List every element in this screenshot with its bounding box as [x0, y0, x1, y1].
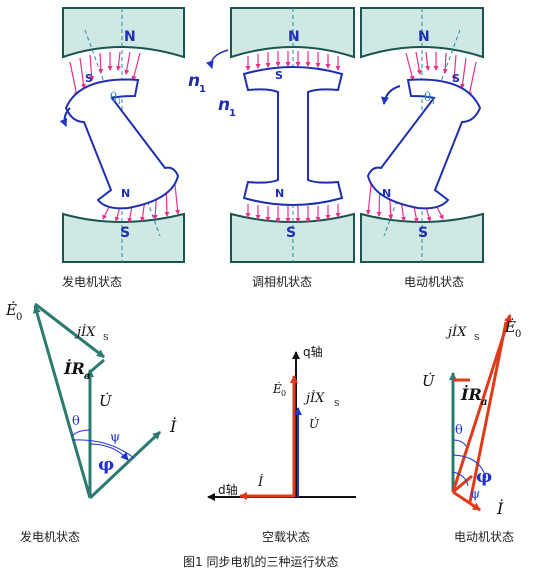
svg-text:0: 0	[281, 389, 286, 398]
stator-top-pole	[62, 7, 185, 59]
svg-text:d轴: d轴	[218, 482, 238, 497]
svg-text:jİX: jİX	[445, 323, 467, 340]
svg-text:İ: İ	[169, 416, 177, 436]
svg-text:jİX: jİX	[74, 323, 96, 340]
svg-text:q轴: q轴	[303, 344, 323, 359]
svg-text:U̇: U̇	[309, 416, 320, 431]
svg-text:İR: İR	[460, 384, 482, 404]
phasor-diagram-noload: q轴 d轴 Ė 0 jİX S U̇ İ	[207, 344, 356, 501]
caption-compensator: 调相机状态	[252, 275, 313, 289]
svg-text:S: S	[286, 225, 296, 241]
svg-text:N: N	[382, 187, 391, 200]
svg-text:i: i	[432, 97, 435, 106]
svg-text:N: N	[121, 187, 130, 200]
svg-text:θ: θ	[110, 90, 117, 104]
svg-text:İ: İ	[496, 498, 504, 518]
caption-phasor-noload: 空载状态	[262, 530, 311, 544]
svg-text:S: S	[275, 69, 283, 82]
svg-text:Ė: Ė	[504, 318, 516, 336]
svg-text:U̇: U̇	[422, 372, 436, 390]
machine-panel-compensator: N S S N n 1 n 1	[188, 7, 355, 263]
phasor-I	[452, 490, 481, 512]
svg-text:S: S	[474, 333, 479, 342]
caption-phasor-generator: 发电机状态	[20, 530, 81, 544]
caption-motor: 电动机状态	[404, 275, 465, 289]
svg-text:φ: φ	[476, 466, 492, 487]
svg-text:n: n	[218, 95, 230, 115]
svg-text:N: N	[288, 29, 300, 45]
rotor-generator	[64, 78, 180, 210]
machine-panel-motor: N S S N θ i	[360, 7, 484, 263]
rotor-compensator	[242, 66, 344, 206]
rotor-motor	[366, 78, 482, 210]
phasor-diagram-motor: Ė 0 jİX S İR a U̇ θ φ ψ İ	[422, 314, 521, 518]
svg-text:θ: θ	[424, 90, 431, 104]
svg-text:S: S	[85, 72, 93, 85]
svg-text:N: N	[275, 187, 284, 200]
svg-text:S: S	[334, 399, 339, 408]
figure-caption: 图1 同步电机的三种运行状态	[183, 555, 339, 569]
svg-text:jİX: jİX	[303, 389, 325, 406]
svg-text:0: 0	[16, 312, 22, 323]
svg-text:Ė: Ė	[272, 381, 282, 396]
svg-text:ψ: ψ	[470, 487, 480, 502]
caption-phasor-motor: 电动机状态	[454, 530, 515, 544]
svg-text:a: a	[481, 397, 487, 408]
svg-text:1: 1	[229, 108, 236, 119]
svg-text:1: 1	[199, 84, 206, 95]
svg-text:0: 0	[515, 329, 521, 340]
phasor-diagram-generator: Ė 0 jİX S İR a U̇ İ θ ψ φ	[5, 301, 177, 500]
caption-generator: 发电机状态	[62, 275, 123, 289]
svg-text:S: S	[120, 225, 130, 241]
svg-text:θ: θ	[72, 414, 80, 429]
phasor-I	[88, 430, 162, 500]
phasor-jIXs	[34, 302, 105, 359]
svg-text:İR: İR	[63, 358, 85, 378]
svg-text:n: n	[188, 71, 200, 91]
svg-text:U̇: U̇	[99, 392, 113, 410]
svg-text:a: a	[84, 371, 90, 382]
phasor-E0	[33, 305, 92, 499]
svg-text:θ: θ	[455, 423, 463, 438]
svg-text:N: N	[124, 29, 136, 45]
svg-text:S: S	[418, 225, 428, 241]
svg-text:S: S	[103, 333, 108, 342]
stator-bottom-pole	[62, 212, 185, 263]
svg-text:i: i	[118, 97, 121, 106]
svg-text:ψ: ψ	[110, 430, 120, 445]
svg-text:İ: İ	[257, 473, 264, 490]
svg-text:Ė: Ė	[5, 301, 17, 319]
machine-panel-generator: N S S N θ i	[59, 7, 185, 263]
phasor-jIXs	[468, 321, 508, 503]
svg-text:S: S	[452, 72, 460, 85]
svg-text:φ: φ	[98, 454, 114, 475]
svg-text:N: N	[418, 29, 430, 45]
